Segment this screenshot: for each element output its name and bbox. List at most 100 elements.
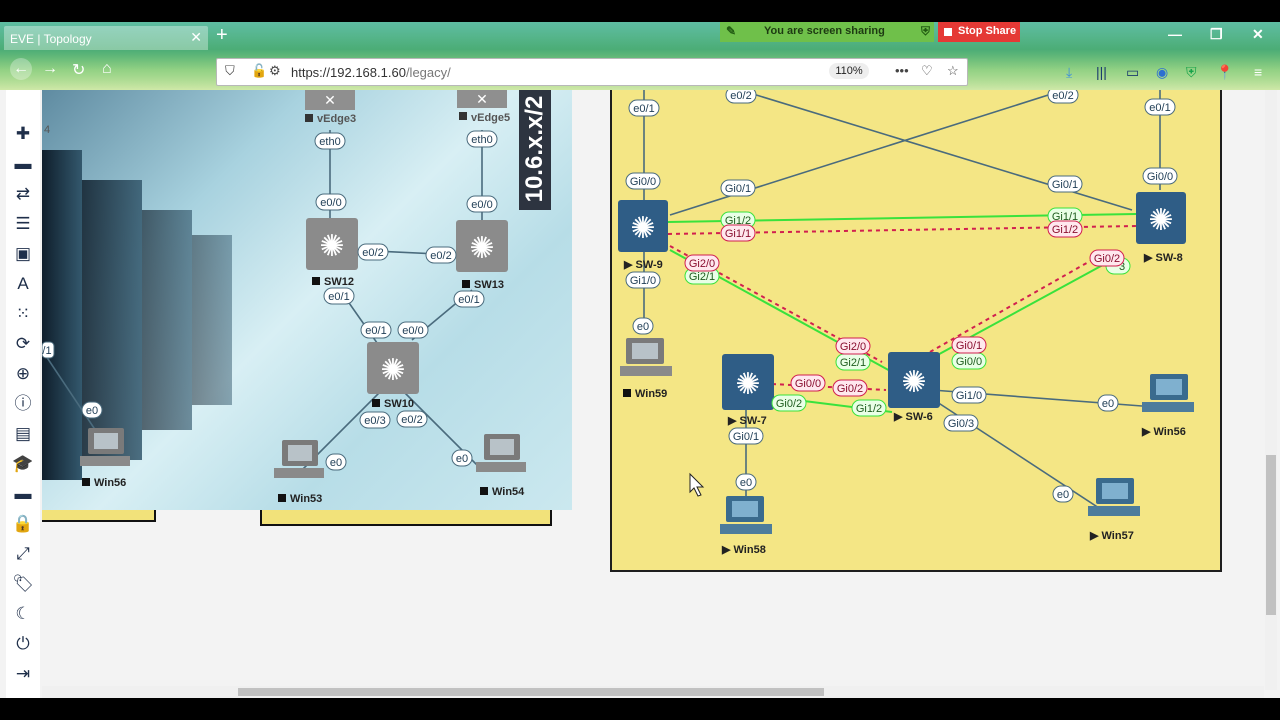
refresh-icon[interactable]: ⟳ (15, 334, 31, 353)
svg-text:▶ Win56: ▶ Win56 (1141, 426, 1186, 438)
svg-text:SW10: SW10 (384, 398, 414, 410)
svg-text:Gi1/2: Gi1/2 (1052, 224, 1078, 236)
svg-text:▶ SW-6: ▶ SW-6 (893, 411, 933, 423)
picture-icon[interactable]: ▣ (14, 244, 32, 263)
add-icon[interactable]: ✚ (15, 124, 31, 143)
extension-shield-icon[interactable]: ⛨ (1186, 64, 1197, 80)
win53-pc-icon[interactable] (274, 440, 324, 478)
center-frame-edge (260, 510, 552, 526)
networks-icon[interactable]: ⇄ (15, 184, 31, 203)
account-icon[interactable]: ◉ (1156, 64, 1169, 80)
sw6-icon[interactable]: ✺ (888, 352, 940, 408)
win58-pc-icon[interactable] (720, 496, 772, 534)
notes-icon[interactable]: ▤ (14, 424, 32, 443)
svg-text:e0: e0 (1102, 398, 1114, 410)
tag-icon[interactable]: 🏷 (12, 574, 34, 593)
svg-text:Gi2/0: Gi2/0 (840, 341, 866, 353)
restore-icon[interactable]: ❐ (1210, 26, 1223, 42)
sw9-icon[interactable]: ✺ (618, 200, 668, 252)
svg-text:e0/1: e0/1 (328, 291, 349, 303)
sw13-icon[interactable]: ✺ (456, 220, 508, 272)
reader-icon[interactable]: ▭ (1126, 64, 1140, 80)
svg-text:Win53: Win53 (290, 493, 322, 505)
left-frame-edge (42, 510, 156, 522)
stop-share-button[interactable]: Stop Share (938, 22, 1020, 42)
svg-text:e0/0: e0/0 (402, 325, 423, 337)
new-tab-icon[interactable]: + (216, 24, 228, 46)
pen-icon: ✎ (726, 24, 737, 38)
close-window-icon[interactable]: ✕ (1252, 26, 1264, 42)
nodes-icon[interactable]: ▬ (14, 154, 32, 173)
win56-right-pc-icon[interactable] (1142, 374, 1194, 412)
svg-text:e0/2: e0/2 (430, 250, 451, 262)
forward-icon[interactable]: → (42, 60, 58, 77)
menu-icon[interactable]: ≡ (1254, 64, 1263, 80)
svg-text:e0/0: e0/0 (320, 197, 341, 209)
chat-icon[interactable]: ▬ (14, 484, 32, 503)
logout-icon[interactable]: ⇥ (15, 664, 31, 683)
svg-text:Gi2/1: Gi2/1 (689, 271, 715, 283)
download-icon[interactable]: ⤓ (1066, 64, 1073, 80)
svg-text:e0/2: e0/2 (401, 414, 422, 426)
svg-text:▶ SW-7: ▶ SW-7 (727, 415, 767, 427)
permissions-icon[interactable]: ⚙ (269, 63, 281, 78)
bookmark-star-icon[interactable]: ☆ (947, 63, 959, 78)
lock-icon[interactable]: 🔒 (12, 514, 34, 533)
browser-tab[interactable]: EVE | Topology ✕ (4, 26, 208, 50)
minimize-icon[interactable]: — (1168, 26, 1182, 42)
svg-text:e0: e0 (330, 457, 342, 469)
vedge5-icon[interactable]: ✕ (457, 90, 507, 108)
top-black-bar (0, 0, 1280, 22)
url-bar[interactable]: ⛉ 🔓 ⚙ https://192.168.1.60/legacy/ 110% … (216, 58, 968, 86)
horizontal-scroll-thumb[interactable] (238, 688, 824, 696)
library-icon[interactable]: ||| (1096, 64, 1107, 80)
text-icon[interactable]: A (17, 274, 29, 293)
grid-icon[interactable]: ⁙ (15, 304, 31, 323)
svg-text:Win56: Win56 (94, 477, 126, 489)
win56-left-pc-icon[interactable] (80, 428, 130, 466)
svg-text:/1: /1 (42, 345, 51, 357)
svg-text:Gi2/0: Gi2/0 (689, 258, 715, 270)
pocket-icon[interactable]: ♡ (921, 63, 933, 78)
subnet-label: 10.6.x.x/2 (519, 90, 551, 210)
lock-warning-icon[interactable]: 🔓 (251, 63, 268, 78)
dark-mode-icon[interactable]: ☾ (15, 604, 31, 623)
info-icon[interactable]: ⓘ (14, 394, 32, 413)
svg-text:✺: ✺ (735, 368, 760, 401)
vedge3-icon[interactable]: ✕ (305, 90, 355, 110)
svg-text:✺: ✺ (380, 354, 405, 387)
back-icon[interactable]: ← (10, 58, 32, 80)
svg-text:e0/1: e0/1 (458, 294, 479, 306)
more-icon[interactable]: ••• (895, 63, 909, 78)
sw10-icon[interactable]: ✺ (367, 342, 419, 394)
list-icon[interactable]: ☰ (15, 214, 31, 233)
svg-text:Gi0/3: Gi0/3 (948, 418, 974, 430)
svg-text:✺: ✺ (1148, 204, 1173, 237)
vertical-scroll-thumb[interactable] (1266, 455, 1276, 615)
svg-text:Gi0/0: Gi0/0 (956, 356, 982, 368)
home-icon[interactable]: ⌂ (102, 60, 112, 77)
extension-pin-icon[interactable]: 📍 (1216, 64, 1234, 80)
svg-text:e0: e0 (637, 321, 649, 333)
sw7-icon[interactable]: ✺ (722, 354, 774, 410)
svg-text:Gi0/1: Gi0/1 (725, 183, 751, 195)
svg-text:e0/1: e0/1 (633, 103, 654, 115)
shield-icon[interactable]: ⛉ (225, 63, 235, 78)
svg-text:SW13: SW13 (474, 279, 504, 291)
zoom-icon[interactable]: ⊕ (15, 364, 31, 383)
win59-pc-icon[interactable] (620, 338, 672, 376)
svg-text:▶ Win57: ▶ Win57 (1089, 530, 1134, 542)
zoom-level[interactable]: 110% (829, 63, 869, 79)
fullscreen-icon[interactable]: ⤢ (16, 544, 30, 563)
sw8-icon[interactable]: ✺ (1136, 192, 1186, 244)
svg-text:e0/0: e0/0 (471, 199, 492, 211)
svg-text:Gi0/1: Gi0/1 (1052, 179, 1078, 191)
win57-pc-icon[interactable] (1088, 478, 1140, 516)
power-icon[interactable]: ⏻ (16, 634, 30, 653)
reload-icon[interactable]: ↻ (72, 62, 86, 79)
close-tab-icon[interactable]: ✕ (190, 29, 202, 45)
sw12-icon[interactable]: ✺ (306, 218, 358, 270)
lab-icon[interactable]: 🎓 (12, 454, 34, 473)
win54-pc-icon[interactable] (476, 434, 526, 472)
svg-text:e0/2: e0/2 (1052, 90, 1073, 102)
